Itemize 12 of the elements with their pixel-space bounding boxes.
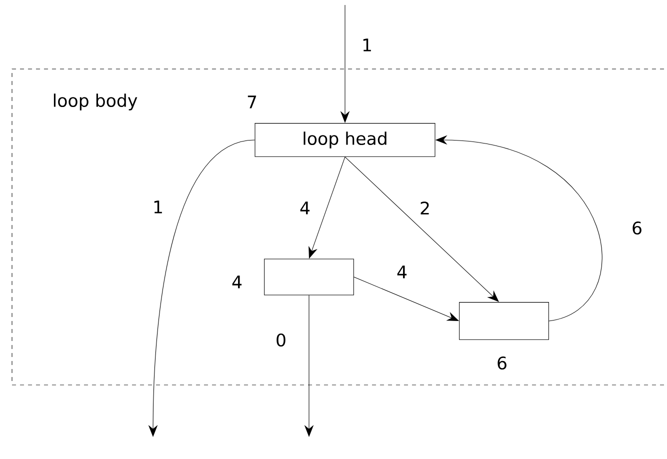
edge-label: 6 [630, 220, 644, 236]
edge-label: 0 [274, 332, 288, 348]
edge-label: 1 [360, 37, 374, 53]
edge-label: 4 [298, 200, 312, 216]
edge-label: 1 [151, 199, 165, 215]
count-label: 6 [498, 356, 506, 370]
count-label: 4 [232, 276, 242, 288]
count-label: 7 [248, 96, 256, 108]
edge-label: 4 [395, 264, 409, 280]
region-label: loop body [54, 94, 138, 110]
process-box: loop head [254, 123, 436, 157]
edge-label: 2 [418, 200, 432, 216]
